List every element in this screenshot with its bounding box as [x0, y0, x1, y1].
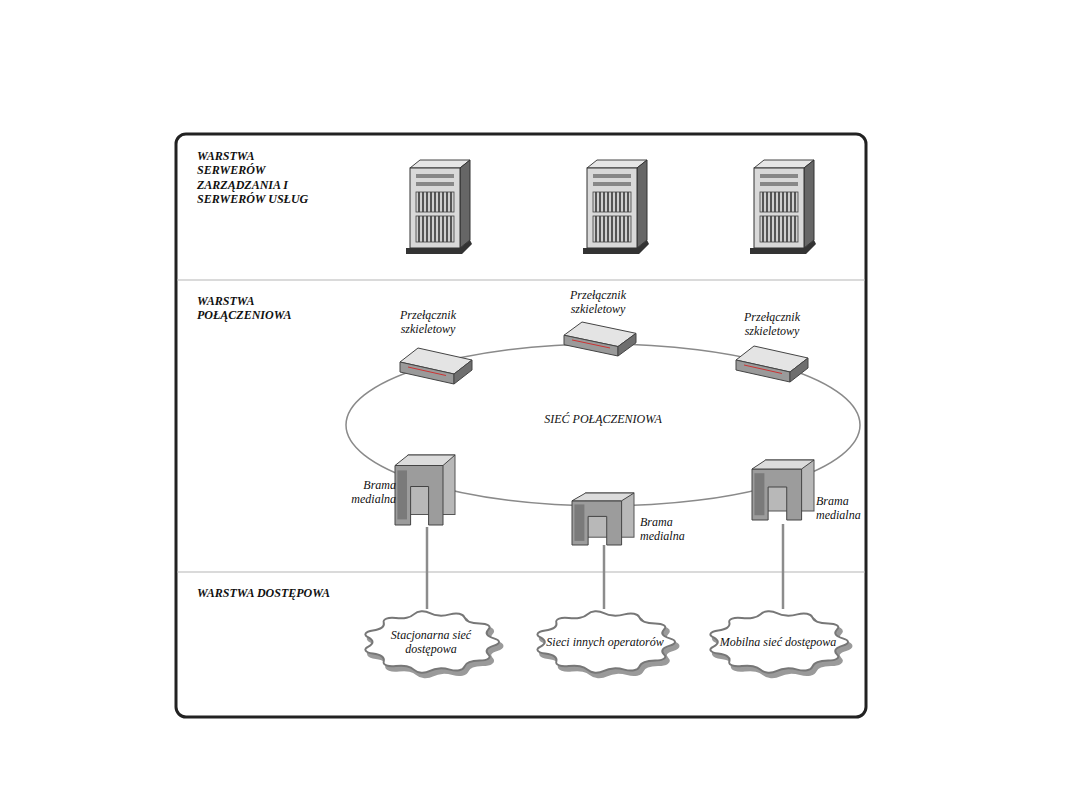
gateway-front: [395, 466, 443, 526]
layer-heading: WARSTWA DOSTĘPOWA: [197, 586, 347, 600]
media-gateway-icon: [395, 455, 455, 525]
node-label: Brama medialna: [330, 478, 396, 507]
node-label: Brama medialna: [816, 494, 864, 523]
access-link: [426, 527, 429, 609]
backbone-switch-icon: [564, 322, 636, 356]
gateway-top: [395, 455, 455, 466]
switch-side: [790, 358, 808, 382]
node-label: Przełącznik szkieletowy: [378, 308, 478, 337]
media-gateway: Brama medialna: [752, 460, 867, 524]
node-label: Mobilna sieć dostępowa: [715, 635, 841, 649]
node-label: Przełącznik szkieletowy: [722, 310, 822, 339]
node-label: Brama medialna: [640, 515, 720, 544]
backbone-switch: Przełącznik szkieletowy: [378, 308, 478, 384]
gateway-top: [572, 493, 634, 501]
access-network-cloud: Mobilna sieć dostępowa: [700, 605, 856, 679]
layer-separator: [177, 279, 865, 280]
switch-led-strip: [744, 365, 782, 374]
gateway-pillar: [754, 473, 764, 515]
access-link: [782, 524, 785, 609]
access-link: [603, 545, 606, 609]
gateway-top: [752, 460, 814, 469]
switch-front: [564, 335, 618, 356]
gateway-pillar: [397, 470, 407, 519]
layer-heading: WARSTWA POŁĄCZENIOWA: [197, 294, 347, 323]
media-gateway: Brama medialna: [570, 485, 720, 545]
media-gateway: Brama medialna: [330, 452, 460, 527]
cloud-outline: [537, 611, 675, 672]
server-icon: [583, 160, 649, 254]
backbone-switch-icon: [736, 346, 808, 382]
gateway-front: [572, 501, 622, 545]
gateway-pillar: [574, 504, 584, 540]
gateway-front: [752, 469, 802, 520]
media-gateway-icon: [752, 460, 814, 520]
access-network-cloud: Sieci innych operatorów: [527, 605, 683, 679]
switch-led-strip: [572, 340, 610, 348]
switch-front: [736, 360, 790, 382]
backbone-switch: Przełącznik szkieletowy: [548, 288, 648, 358]
media-gateway-icon: [572, 493, 634, 545]
node-label: Sieci innych operatorów: [542, 635, 668, 649]
layer-band: WARSTWA POŁĄCZENIOWA Przełącznik szkielet…: [175, 280, 867, 572]
server-icon: [406, 160, 472, 254]
layer-band: WARSTWA DOSTĘPOWA Stacjonarna sieć dostęp…: [175, 572, 867, 718]
layer-heading: WARSTWA SERWERÓW ZARZĄDZANIA I SERWERÓW …: [197, 149, 312, 207]
node-label: Stacjonarna sieć dostępowa: [370, 628, 492, 657]
switch-side: [618, 333, 636, 356]
node-label: SIEĆ POŁĄCZENIOWA: [355, 412, 851, 426]
switch-led-strip: [408, 367, 446, 376]
layer-separator: [177, 571, 865, 572]
cloud-outline: [365, 611, 499, 672]
cloud-outline: [710, 611, 848, 672]
backbone-switch: Przełącznik szkieletowy: [722, 310, 822, 384]
access-network-cloud: Stacjonarna sieć dostępowa: [355, 605, 507, 679]
switch-side: [454, 360, 472, 384]
server-icon: [750, 160, 816, 254]
layer-band: WARSTWA SERWERÓW ZARZĄDZANIA I SERWERÓW …: [175, 133, 867, 280]
switch-front: [400, 362, 454, 384]
node-label: Przełącznik szkieletowy: [548, 288, 648, 317]
backbone-switch-icon: [400, 348, 472, 384]
outer-frame: [176, 134, 866, 717]
